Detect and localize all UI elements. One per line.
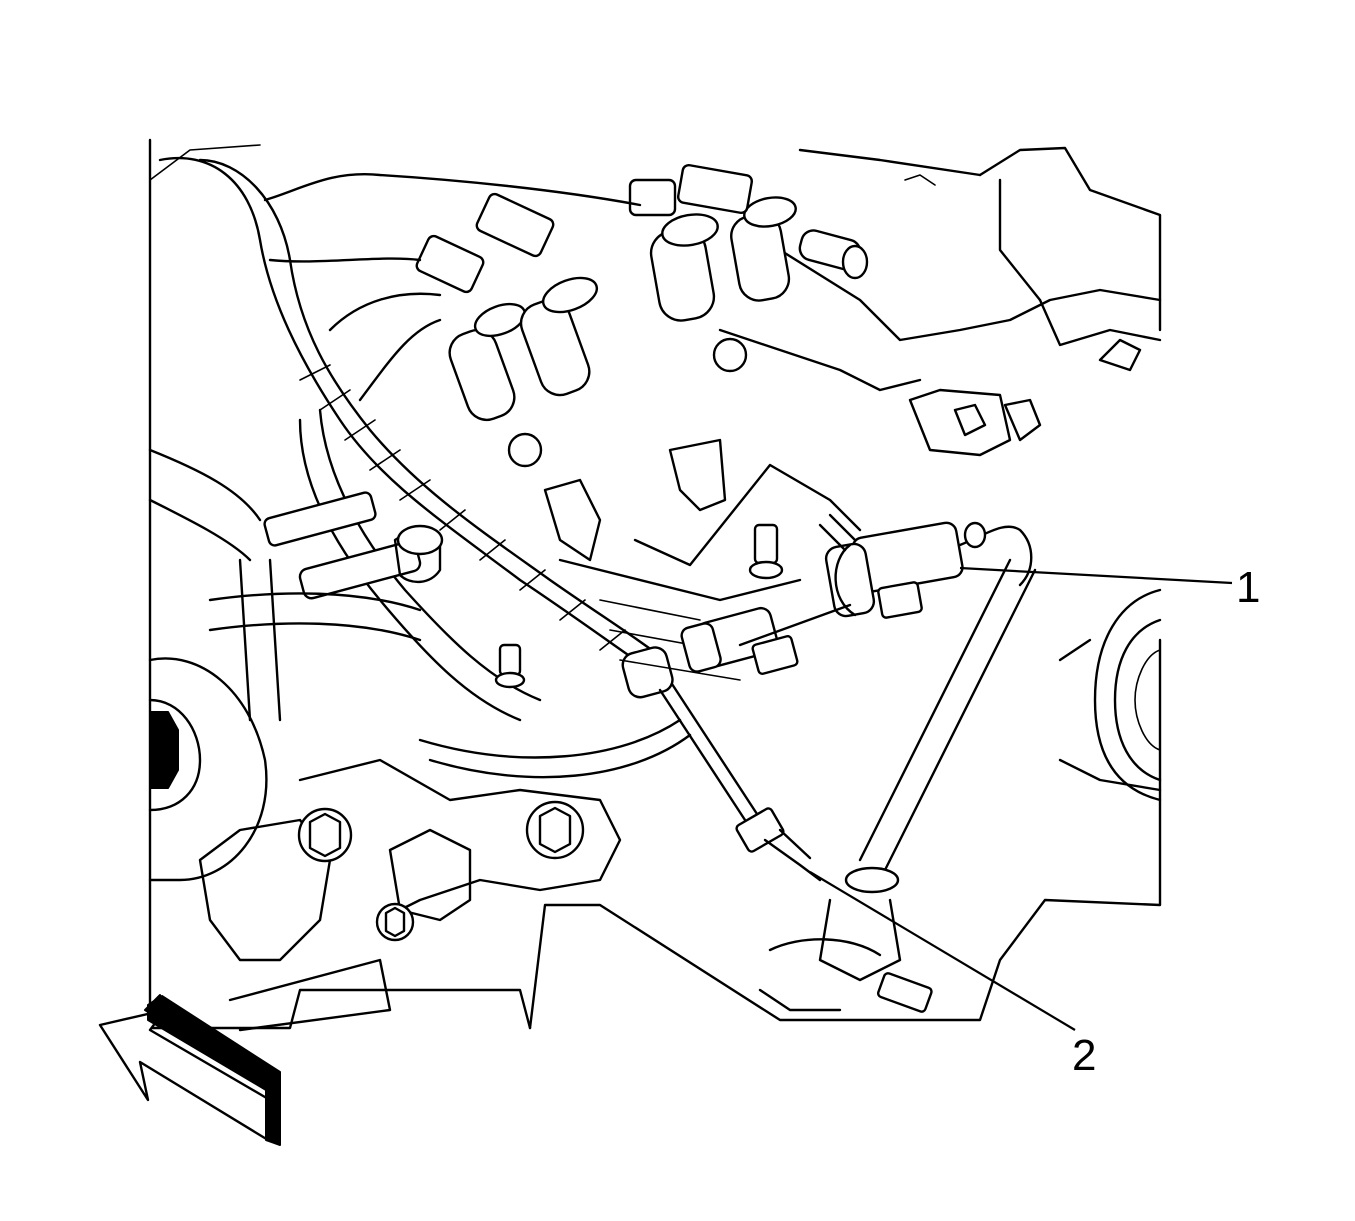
sensor-connector-center xyxy=(680,603,852,675)
view-direction-arrow-icon xyxy=(98,994,281,1146)
callout-1: 1 xyxy=(959,563,1260,612)
sensor-connector-1 xyxy=(818,513,1033,619)
coolant-hoses xyxy=(148,448,444,722)
callout-2: 2 xyxy=(809,871,1096,1080)
crank-pulley-left xyxy=(148,657,268,882)
ignition-coils xyxy=(415,163,869,422)
idler-pulley-right xyxy=(1058,588,1162,802)
callout-1-label: 1 xyxy=(1236,563,1260,612)
central-bracket xyxy=(494,438,862,689)
lower-brackets xyxy=(198,337,748,1032)
intake-cover xyxy=(718,174,1162,457)
callout-2-label: 2 xyxy=(1072,1031,1096,1080)
sensor-wire-2 xyxy=(658,682,822,882)
wiring-harness xyxy=(158,156,692,779)
vacuum-pipe xyxy=(758,558,1037,1013)
